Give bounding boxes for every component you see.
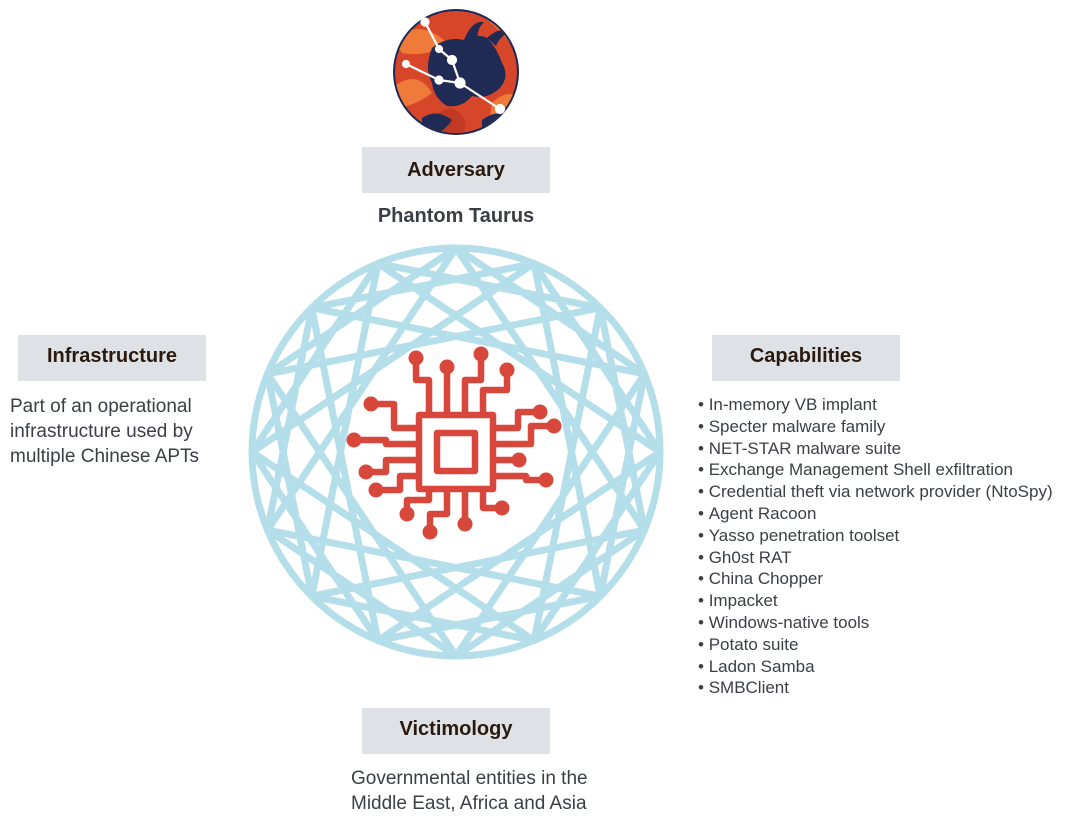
capability-item: SMBClient — [698, 677, 1053, 699]
diamond-facet-line — [308, 260, 538, 312]
capability-item: Gh0st RAT — [698, 547, 1053, 569]
infrastructure-heading: Infrastructure — [18, 335, 206, 381]
diamond-facet-line — [264, 304, 604, 378]
diamond-facet-line — [264, 244, 460, 378]
adversary-heading: Adversary — [362, 147, 550, 193]
diamond-facet-line — [452, 244, 648, 378]
diamond-facet-line — [308, 304, 648, 378]
diamond-facet-line — [530, 448, 664, 644]
capability-item: Yasso penetration toolset — [698, 525, 1053, 547]
infrastructure-description: Part of an operational infrastructure us… — [10, 396, 200, 467]
victimology-description: Governmental entities in the Middle East… — [351, 768, 588, 814]
diamond-facet-line — [596, 304, 648, 534]
diamond-facet-line — [248, 448, 382, 644]
diamond-facet-line — [596, 370, 648, 600]
capabilities-list: In-memory VB implant Specter malware fam… — [698, 394, 1053, 699]
diamond-facet-line — [452, 526, 648, 660]
capability-item: Impacket — [698, 590, 1053, 612]
capability-item: Windows-native tools — [698, 612, 1053, 634]
capability-item: Agent Racoon — [698, 503, 1053, 525]
capability-item: Ladon Samba — [698, 656, 1053, 678]
capability-item: China Chopper — [698, 568, 1053, 590]
diamond-facet-line — [308, 592, 538, 644]
capability-item: Exchange Management Shell exfiltration — [698, 459, 1053, 481]
diamond-facet-line — [374, 592, 604, 644]
diamond-facet-line — [530, 260, 664, 456]
capability-item: NET-STAR malware suite — [698, 438, 1053, 460]
capability-item: Potato suite — [698, 634, 1053, 656]
diamond-facet-line — [374, 260, 664, 456]
diamond-outline-icon — [248, 244, 664, 660]
diamond-facet-line — [264, 304, 316, 534]
capability-item: In-memory VB implant — [698, 394, 1053, 416]
adversary-name: Phantom Taurus — [377, 205, 535, 227]
diamond-facet-line — [264, 370, 316, 600]
taurus-constellation-logo-icon — [393, 9, 519, 135]
diamond-facet-line — [248, 260, 382, 456]
diamond-facet-line — [248, 260, 538, 456]
diamond-facet-line — [374, 260, 604, 312]
diamond-facet-line — [264, 526, 460, 660]
capability-item: Credential theft via network provider (N… — [698, 481, 1053, 503]
capabilities-heading: Capabilities — [712, 335, 900, 381]
circuit-chip-icon — [350, 350, 558, 536]
victimology-heading: Victimology — [362, 708, 550, 754]
capability-item: Specter malware family — [698, 416, 1053, 438]
